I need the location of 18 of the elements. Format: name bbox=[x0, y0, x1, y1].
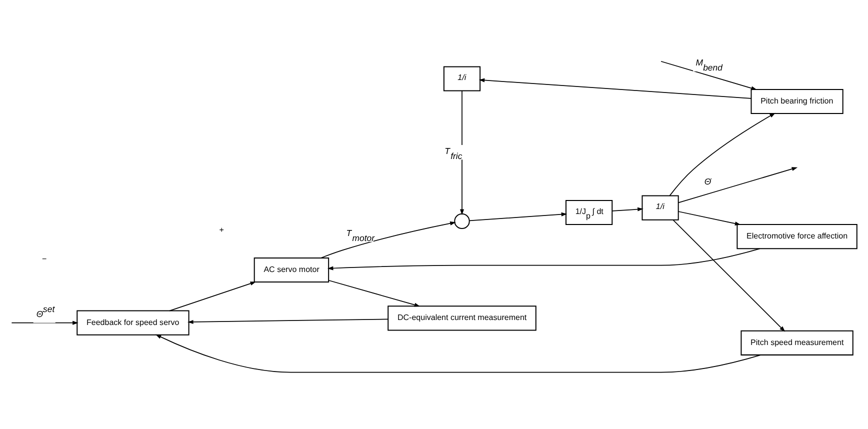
arrow bbox=[678, 211, 741, 226]
arrow bbox=[169, 282, 256, 312]
node-circle bbox=[454, 213, 470, 230]
arrow bbox=[327, 248, 760, 270]
arrow bbox=[669, 112, 776, 196]
arrow bbox=[478, 78, 752, 99]
arrow bbox=[672, 220, 786, 332]
arrow bbox=[320, 221, 456, 258]
arrow bbox=[460, 90, 464, 216]
arrow bbox=[188, 318, 388, 324]
arrow bbox=[155, 334, 762, 373]
arrow bbox=[612, 207, 644, 212]
edge-label: Θ̇ bbox=[704, 176, 712, 187]
arrow bbox=[11, 320, 78, 325]
arrow bbox=[469, 212, 568, 222]
arrow bbox=[328, 280, 420, 307]
arrow bbox=[660, 60, 757, 90]
arrow bbox=[678, 167, 798, 204]
